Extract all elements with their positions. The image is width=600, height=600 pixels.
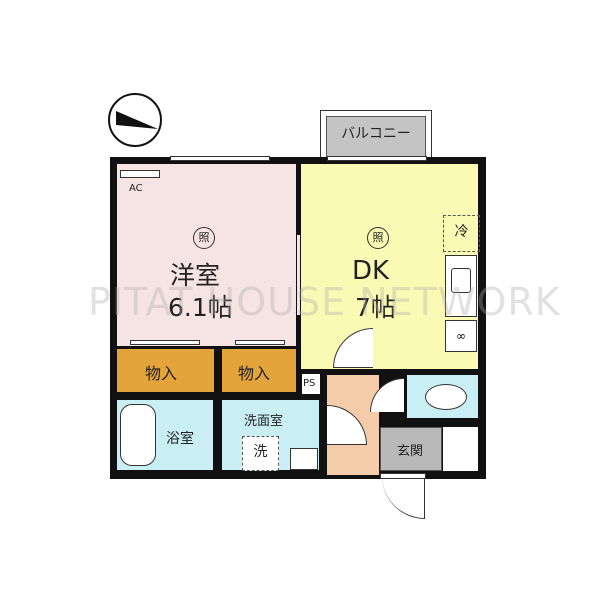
dk-room-name: DK [352,256,390,286]
wash-basin [290,448,318,470]
front-door[interactable] [382,476,425,519]
window [170,156,270,161]
ac-unit [120,170,160,178]
washer-space: 洗 [242,436,279,471]
bathroom-label: 浴室 [166,431,194,447]
western-room-size: 6.1帖 [168,293,233,322]
western-room [117,164,296,346]
balcony: バルコニー [320,110,432,158]
north-arrow-icon [116,111,158,129]
entrance-label: 玄関 [397,444,424,459]
entrance [380,427,442,471]
light-icon: 照 [193,227,215,249]
pipe-space [302,374,320,394]
dk-room-size: 7帖 [355,293,396,322]
stove: ∞ [445,320,477,352]
ps-label: PS [303,378,316,389]
closet-2 [222,349,296,392]
compass [108,93,162,147]
closet-2-label: 物入 [238,364,271,383]
kitchen-sink [445,255,477,317]
closet-1-label: 物入 [145,364,178,383]
watermark: PITAT HOUSE NETWORK [88,280,561,324]
ac-label: AC [129,183,143,194]
western-room-name: 洋室 [170,261,221,290]
bathtub [120,404,156,466]
toilet [425,384,467,410]
washroom-label: 洗面室 [244,414,284,429]
light-icon: 照 [367,227,389,249]
window [327,156,427,161]
balcony-label: バルコニー [341,126,411,142]
closet-1 [117,349,214,392]
fridge-space: 冷 [443,215,480,252]
